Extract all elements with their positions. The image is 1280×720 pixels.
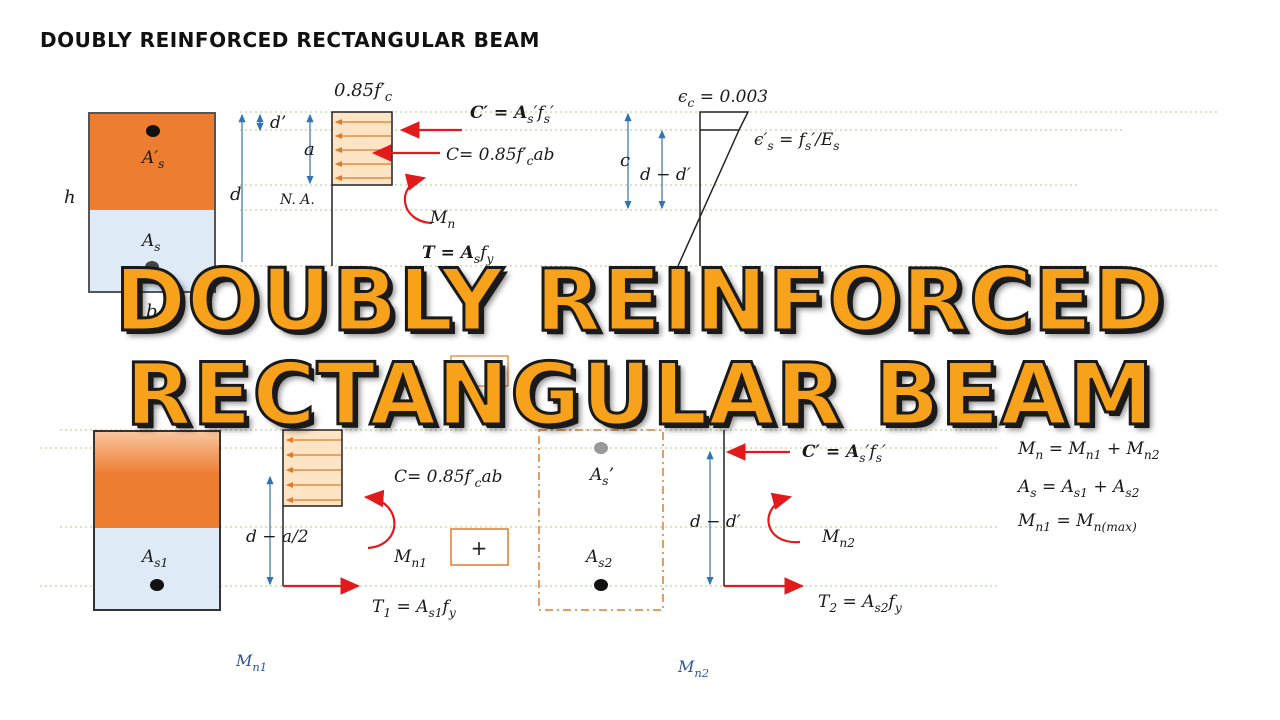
- equation-as: As = As1 + As2: [1016, 477, 1140, 500]
- bottom-force-arrows: [283, 443, 805, 595]
- as-prime-label: A′s: [140, 148, 164, 171]
- c-prime-force: C′ = As′fs′: [470, 103, 554, 126]
- as1-label: As1: [140, 547, 168, 570]
- stress-block: 0.85f′c: [331, 80, 393, 266]
- svg-text:+: +: [471, 536, 488, 560]
- strain-diagram: [677, 111, 750, 267]
- plus-box: +: [450, 528, 509, 566]
- tension-bar: [145, 261, 159, 273]
- t1-force: T1 = As1fy: [372, 597, 457, 620]
- d-minus-dprime-label: d − d′: [640, 165, 691, 185]
- mn1-label: Mn1: [393, 547, 427, 570]
- middle-beam: As’ As2: [538, 429, 664, 611]
- banner-line-1: DOUBLY REINFORCED: [113, 251, 1166, 351]
- c-label: c: [620, 150, 630, 171]
- banner-line-2: RECTANGULAR BEAM: [124, 345, 1155, 445]
- bottom-stress-block: [282, 429, 343, 586]
- page-title: DOUBLY REINFORCED RECTANGULAR BEAM: [40, 28, 540, 52]
- b-label: b: [146, 301, 158, 322]
- na-label: N. A.: [279, 192, 315, 208]
- mn2-label: Mn2: [821, 527, 855, 550]
- equations: Mn = Mn1 + Mn2 As = As1 + As2 Mn1 = Mn(m…: [1016, 439, 1160, 534]
- as-prime-middle: As’: [588, 465, 614, 488]
- as-label: As: [140, 231, 161, 254]
- a-label: a: [304, 139, 315, 160]
- c-force-bottom: C= 0.85f′cab: [394, 467, 503, 490]
- equation-mn1: Mn1 = Mn(max): [1017, 511, 1137, 534]
- t-force: T = Asfy: [422, 243, 495, 266]
- caption-mn1: Mn1: [235, 651, 267, 674]
- d-minus-a2-label: d − a/2: [246, 527, 309, 547]
- top-dimensions: [238, 112, 666, 262]
- d-label: d: [230, 184, 242, 205]
- h-label: h: [64, 187, 76, 208]
- d-prime-label: d’: [270, 113, 286, 133]
- equals-box-outline: [450, 355, 509, 387]
- top-beam-section: A′s As h b: [64, 112, 216, 322]
- stress-label: 0.85f′c: [334, 80, 393, 105]
- mn-label: Mn: [429, 208, 455, 231]
- bottom-dimensions: [266, 450, 714, 586]
- esp-label: ϵ′s = fs′/Es: [754, 130, 840, 153]
- equation-mn: Mn = Mn1 + Mn2: [1017, 439, 1160, 462]
- compression-bar: [146, 125, 160, 137]
- c-prime-force-bottom: C′ = As′fs′: [802, 442, 886, 465]
- ec-label: ϵc = 0.003: [678, 87, 768, 110]
- c-force: C= 0.85f′cab: [446, 145, 555, 168]
- as2-label: As2: [584, 547, 613, 570]
- caption-mn2: Mn2: [677, 657, 709, 680]
- t2-force: T2 = As2fy: [818, 592, 903, 615]
- bottom-left-beam: As1: [93, 430, 221, 611]
- d-minus-dprime-bottom-label: d − d′: [690, 512, 741, 532]
- top-force-arrows: [371, 121, 462, 225]
